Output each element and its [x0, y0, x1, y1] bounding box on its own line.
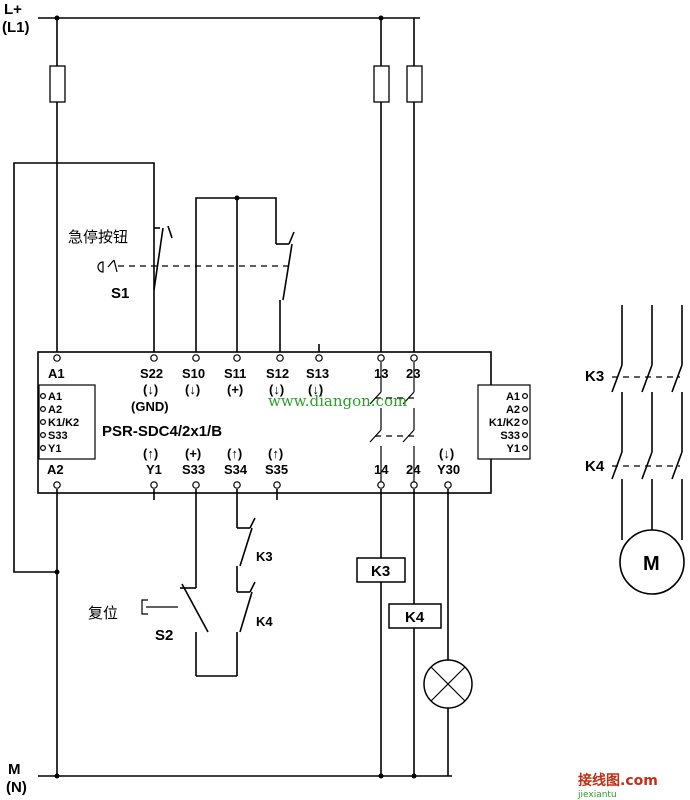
side-right-a1: A1 — [506, 391, 520, 403]
supply-top-label: L+ — [4, 1, 22, 18]
terminal-y30: Y30 — [437, 462, 460, 477]
side-right-y1: Y1 — [507, 443, 520, 455]
symbol-s10: (↓) — [185, 382, 200, 397]
terminal-s12: S12 — [266, 366, 289, 381]
terminal-a1: A1 — [48, 366, 65, 381]
motor-k3-label: K3 — [585, 368, 604, 385]
side-right-a2: A2 — [506, 404, 520, 416]
terminal-s34: S34 — [224, 462, 248, 477]
motor-circuit — [611, 305, 685, 595]
estop-label: 急停按钮 — [68, 228, 128, 246]
safety-relay-module — [37, 351, 492, 494]
symbol-s34: (↑) — [227, 446, 242, 461]
fuse-a1 — [49, 65, 66, 103]
k4-contact-label: K4 — [256, 614, 273, 629]
side-left-s33: S33 — [48, 430, 68, 442]
motor-k4-label: K4 — [585, 458, 605, 475]
symbol-s22: (↓) — [143, 382, 158, 397]
terminal-y1: Y1 — [146, 462, 162, 477]
side-left-k1k2: K1/K2 — [48, 417, 79, 429]
supply-bottom-sublabel: (N) — [6, 779, 27, 796]
s2-label: S2 — [155, 627, 173, 644]
side-left-a2: A2 — [48, 404, 62, 416]
k3-contact-label: K3 — [256, 549, 273, 564]
symbol-s12: (↓) — [269, 382, 284, 397]
reset-label: 复位 — [88, 604, 118, 622]
symbol-s13: (↓) — [308, 382, 323, 397]
module-bottom-terminals — [53, 481, 452, 489]
symbol-y30: (↓) — [439, 446, 454, 461]
motor-icon — [619, 529, 685, 595]
terminal-s35: S35 — [265, 462, 288, 477]
lamp-icon — [423, 659, 473, 709]
gnd-label: (GND) — [131, 399, 169, 414]
motor-label: M — [643, 553, 660, 575]
side-box-left: A1 A2 K1/K2 S33 Y1 — [38, 384, 96, 460]
side-right-k1k2: K1/K2 — [489, 417, 520, 429]
reset-circuit — [141, 489, 256, 677]
fuse-23 — [406, 65, 423, 103]
terminal-s10: S10 — [182, 366, 205, 381]
module-name: PSR-SDC4/2x1/B — [102, 423, 222, 440]
side-box-right: A1 A2 K1/K2 S33 Y1 — [477, 384, 531, 460]
module-top-terminals — [53, 354, 418, 362]
fuse-13 — [373, 65, 390, 103]
symbol-y1: (↑) — [143, 446, 158, 461]
symbol-s33: (+) — [185, 446, 201, 461]
s1-label: S1 — [111, 285, 129, 302]
terminal-23: 23 — [406, 366, 420, 381]
terminal-s11: S11 — [224, 366, 246, 381]
terminal-14: 14 — [374, 462, 389, 477]
terminal-24: 24 — [406, 462, 421, 477]
symbol-s35: (↑) — [268, 446, 283, 461]
watermark-site-sub: jiexiantu — [577, 790, 617, 800]
internal-output-contacts — [369, 362, 415, 484]
terminal-s22: S22 — [140, 366, 163, 381]
estop-switch-s1 — [97, 195, 295, 356]
coil-k3-label: K3 — [371, 563, 390, 580]
supply-bottom-label: M — [8, 761, 21, 778]
coil-k4-label: K4 — [405, 609, 425, 626]
watermark-url: www.diangon.com — [268, 392, 407, 410]
side-right-s33: S33 — [500, 430, 520, 442]
side-left-y1: Y1 — [48, 443, 61, 455]
terminal-s13: S13 — [306, 366, 329, 381]
terminal-s33: S33 — [182, 462, 205, 477]
watermark-site-logo: 接线图.com — [578, 772, 658, 789]
side-left-a1: A1 — [48, 391, 62, 403]
supply-top-sublabel: (L1) — [2, 19, 30, 36]
symbol-s11: (+) — [227, 382, 243, 397]
coil-k4: K4 — [388, 603, 442, 629]
terminal-a2: A2 — [47, 462, 64, 477]
coil-k3: K3 — [356, 557, 406, 583]
fuses — [49, 65, 423, 103]
